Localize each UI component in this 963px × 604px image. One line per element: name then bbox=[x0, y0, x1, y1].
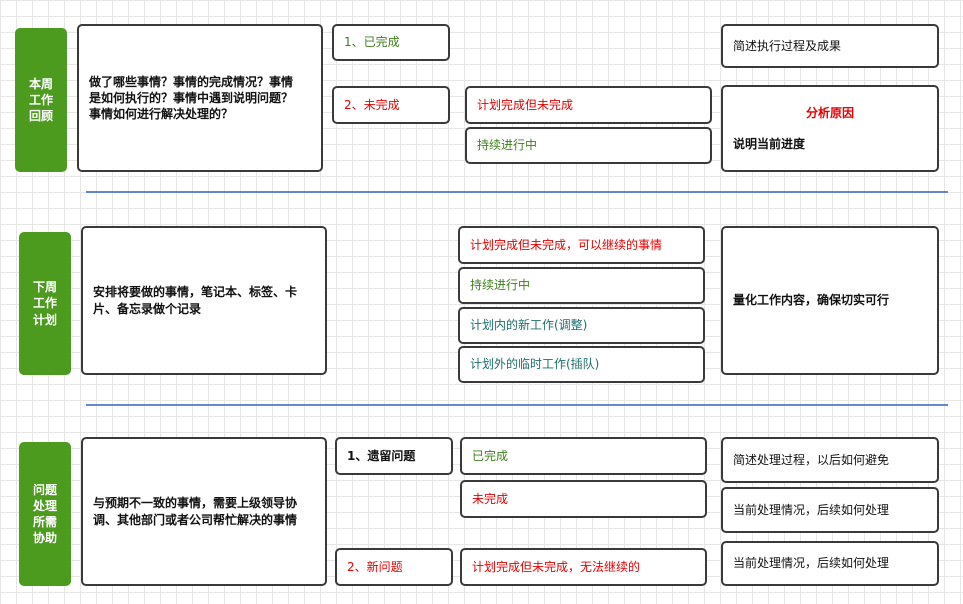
completed-node[interactable]: 1、已完成 bbox=[332, 24, 450, 61]
section-label-week-review: 本周 工作 回顾 bbox=[15, 28, 67, 172]
section-divider-2 bbox=[86, 404, 948, 406]
legacy-issues-node[interactable]: 1、遗留问题 bbox=[335, 437, 453, 475]
new-issues-node[interactable]: 2、新问题 bbox=[335, 548, 453, 586]
legacy-done-node[interactable]: 已完成 bbox=[460, 437, 707, 475]
help-needed-description: 与预期不一致的事情，需要上级领导协 调、其他部门或者公司帮忙解决的事情 bbox=[81, 437, 327, 586]
plan-item-continue[interactable]: 计划完成但未完成，可以继续的事情 bbox=[458, 226, 705, 264]
result-current-handling-node-2[interactable]: 当前处理情况，后续如何处理 bbox=[721, 541, 939, 586]
section-label-next-week-plan: 下周 工作 计划 bbox=[19, 232, 71, 375]
plan-item-new-work[interactable]: 计划内的新工作(调整) bbox=[458, 307, 705, 344]
result-avoid-node[interactable]: 简述处理过程，以后如何避免 bbox=[721, 437, 939, 483]
execution-summary-node[interactable]: 简述执行过程及成果 bbox=[721, 24, 939, 68]
plan-item-ongoing[interactable]: 持续进行中 bbox=[458, 267, 705, 304]
planned-not-finished-node[interactable]: 计划完成但未完成 bbox=[465, 86, 712, 124]
analysis-node[interactable]: 分析原因 说明当前进度 bbox=[721, 85, 939, 172]
week-review-description: 做了哪些事情？事情的完成情况？事情 是如何执行的？事情中遇到说明问题？ 事情如何… bbox=[77, 24, 323, 172]
plan-item-temp-work[interactable]: 计划外的临时工作(插队) bbox=[458, 346, 705, 383]
analysis-text: 说明当前进度 bbox=[733, 136, 806, 151]
next-week-plan-description: 安排将要做的事情，笔记本、标签、卡 片、备忘录做个记录 bbox=[81, 226, 327, 375]
quantify-work-node[interactable]: 量化工作内容，确保切实可行 bbox=[721, 226, 939, 375]
new-issue-item-node[interactable]: 计划完成但未完成，无法继续的 bbox=[460, 548, 707, 586]
analysis-title: 分析原因 bbox=[805, 106, 854, 121]
legacy-undone-node[interactable]: 未完成 bbox=[460, 480, 707, 518]
section-divider-1 bbox=[86, 191, 948, 193]
ongoing-node[interactable]: 持续进行中 bbox=[465, 127, 712, 164]
not-completed-node[interactable]: 2、未完成 bbox=[332, 86, 450, 124]
section-label-help-needed: 问题 处理 所需 协助 bbox=[19, 442, 71, 586]
result-current-handling-node[interactable]: 当前处理情况，后续如何处理 bbox=[721, 487, 939, 533]
